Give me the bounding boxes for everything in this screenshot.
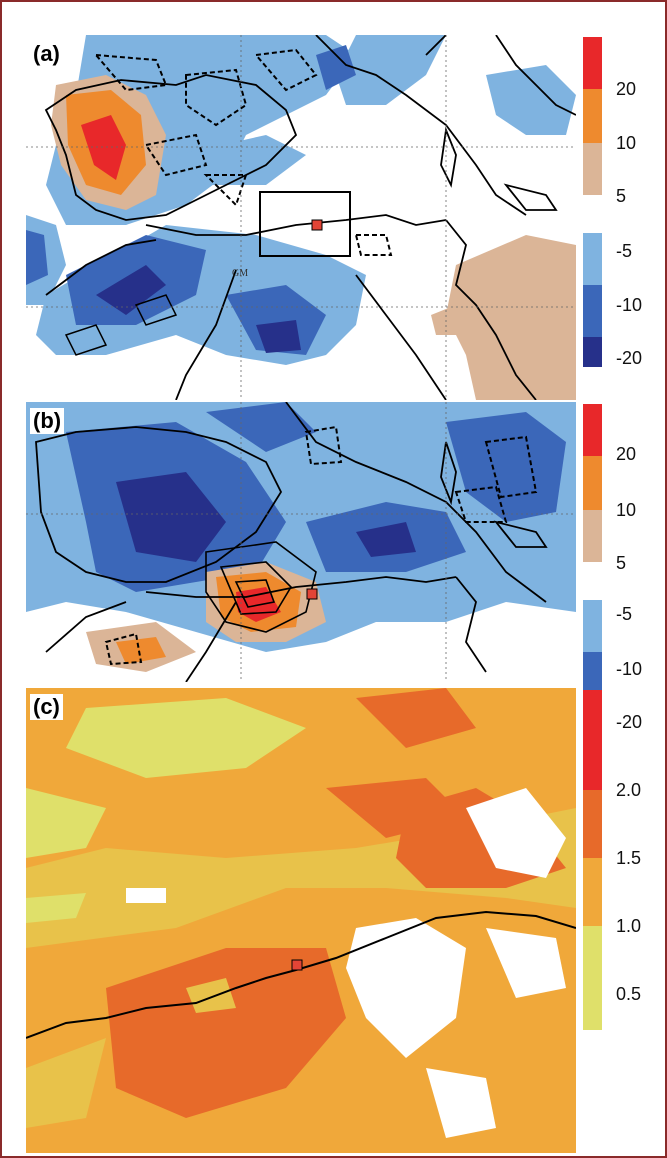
colorbar-b-label-m20: -20: [616, 712, 643, 732]
panel-a-label: (a): [30, 41, 63, 67]
colorbar-a-label-m20: -20: [616, 348, 643, 368]
colorbar-a-label-20: 20: [616, 79, 637, 99]
colorbar-c-label-2-0: 2.0: [616, 780, 642, 800]
colorbar-a-midblue: [583, 285, 602, 337]
colorbar-a-label-m10: -10: [616, 295, 643, 315]
colorbar-b-label-m10: -10: [616, 659, 643, 679]
colorbar-c-label-1-5: 1.5: [616, 848, 642, 868]
colorbar-a-label-10: 10: [616, 133, 637, 153]
panel-a: (a) GM: [26, 35, 576, 400]
colorbar-c-label-1-0: 1.0: [616, 916, 642, 936]
map-a: [26, 35, 576, 400]
colorbar-c-yellow: [583, 926, 602, 1030]
colorbar-b-lightblue: [583, 600, 602, 652]
colorbar-b-tan: [583, 510, 602, 562]
panel-b-label: (b): [30, 408, 65, 434]
panel-c-label: (c): [30, 694, 63, 720]
colorbar-c-deeporange: [583, 790, 602, 858]
colorbar-b-label-m5: -5: [616, 604, 633, 624]
colorbar-b-red: [583, 404, 602, 456]
panel-c: (c): [26, 688, 576, 1153]
colorbar-a-darkblue: [583, 337, 602, 367]
colorbar-b-label-20: 20: [616, 444, 637, 464]
panel-b: (b): [26, 402, 576, 682]
colorbar-c-orange: [583, 858, 602, 926]
colorbar-a-red: [583, 37, 602, 89]
colorbar-a-tan: [583, 143, 602, 195]
colorbar-c-label-0-5: 0.5: [616, 984, 642, 1004]
colorbar-a-label-m5: -5: [616, 241, 633, 261]
colorbar-b-label-10: 10: [616, 500, 637, 520]
colorbar-b-label-5: 5: [616, 553, 627, 573]
colorbar-b-orange: [583, 456, 602, 510]
colorbar-a-lightblue: [583, 233, 602, 285]
map-b: [26, 402, 576, 682]
colorbar-c-red: [583, 690, 602, 790]
region-label-gm: GM: [232, 268, 249, 279]
colorbar-a-label-5: 5: [616, 186, 627, 206]
map-c: [26, 688, 576, 1153]
colorbar-a-orange: [583, 89, 602, 143]
